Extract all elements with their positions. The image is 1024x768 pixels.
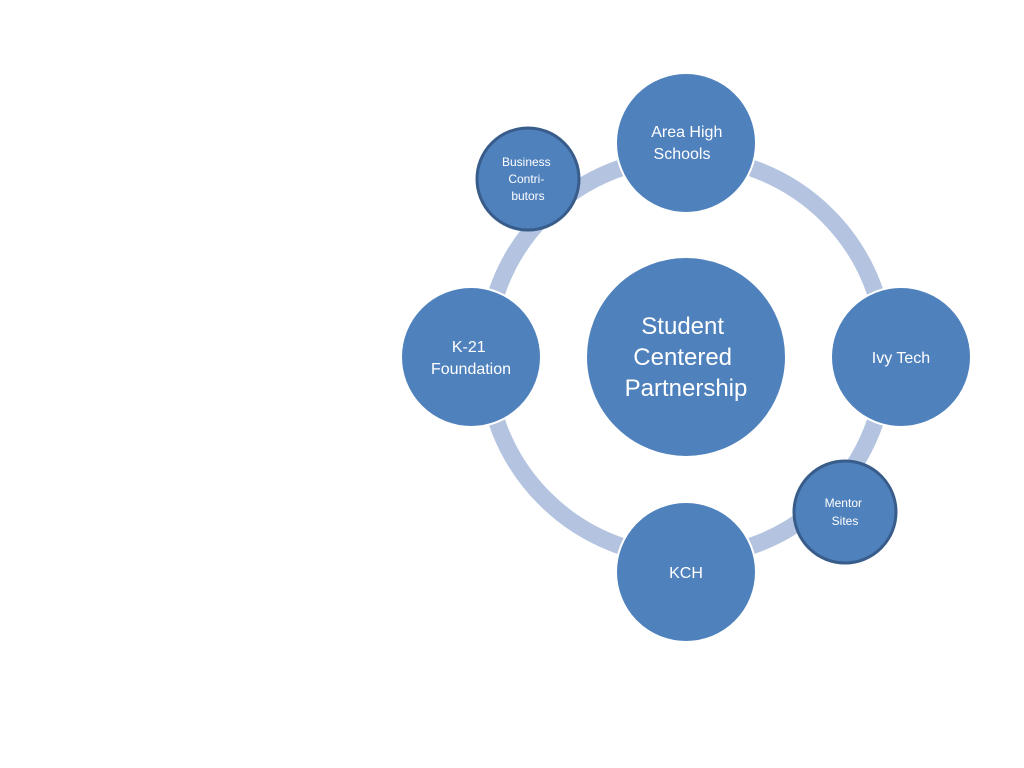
- business-contributors-line-3: butors: [511, 189, 544, 203]
- ivy-tech-circle: [830, 286, 972, 428]
- mentor-sites-line-2: Sites: [832, 514, 859, 528]
- node-mentor-sites: Mentor Sites: [792, 459, 898, 565]
- node-ivy-tech: Ivy Tech: [830, 286, 972, 428]
- mentor-sites-line-1: Mentor: [825, 496, 862, 510]
- area-high-schools-circle: [615, 72, 757, 214]
- center-node: Student Centered Partnership: [585, 256, 787, 458]
- node-kch: KCH: [615, 501, 757, 643]
- node-k21-foundation: K-21 Foundation: [400, 286, 542, 428]
- k21-foundation-label: K-21 Foundation: [431, 339, 511, 378]
- business-contributors-line-2: Contri-: [508, 172, 544, 186]
- k21-foundation-line-1: K-21: [452, 339, 486, 356]
- k21-foundation-circle: [400, 286, 542, 428]
- business-contributors-label: Business Contri- butors: [502, 155, 554, 203]
- ivy-tech-label: Ivy Tech: [872, 350, 930, 367]
- mentor-sites-label: Mentor Sites: [825, 496, 866, 528]
- node-area-high-schools: Area High Schools: [615, 72, 757, 214]
- center-label-line-2: Centered: [633, 344, 732, 371]
- area-high-schools-line-1: Area High: [651, 124, 722, 141]
- node-business-contributors: Business Contri- butors: [475, 126, 581, 232]
- area-high-schools-label: Area High Schools: [651, 124, 727, 163]
- kch-label: KCH: [669, 565, 703, 582]
- center-label-line-1: Student: [641, 313, 724, 340]
- business-contributors-line-1: Business: [502, 155, 551, 169]
- center-node-label: Student Centered Partnership: [625, 313, 748, 402]
- ivy-tech-line-1: Ivy Tech: [872, 350, 930, 367]
- kch-line-1: KCH: [669, 565, 703, 582]
- center-node-circle: [585, 256, 787, 458]
- kch-circle: [615, 501, 757, 643]
- center-label-line-3: Partnership: [625, 375, 748, 402]
- business-contributors-circle: [475, 126, 581, 232]
- area-high-schools-line-2: Schools: [654, 146, 711, 163]
- k21-foundation-line-2: Foundation: [431, 361, 511, 378]
- mentor-sites-circle: [792, 459, 898, 565]
